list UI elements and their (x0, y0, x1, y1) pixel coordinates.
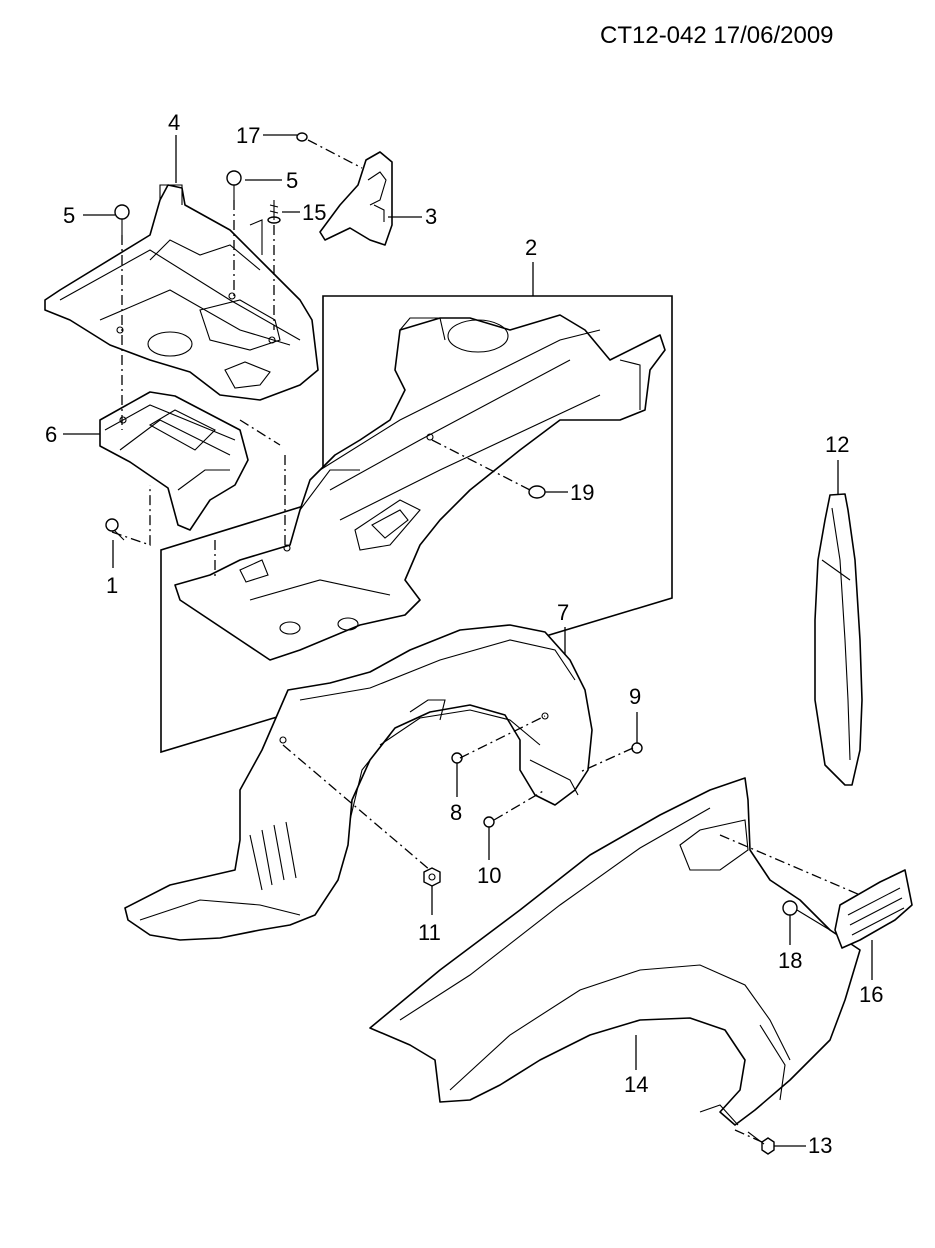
fastener-11-nut (423, 867, 441, 887)
callout-13: 13 (808, 1133, 832, 1158)
part-3-bracket (319, 151, 393, 246)
fastener-18-bolt (782, 900, 831, 931)
callout-4: 4 (168, 110, 180, 135)
fastener-1-bolt (105, 518, 125, 541)
fasteners (105, 132, 831, 1155)
fastener-5-bolt-left (114, 204, 130, 235)
callout-7: 7 (557, 600, 569, 625)
callout-18: 18 (778, 948, 802, 973)
callout-12: 12 (825, 432, 849, 457)
callout-3: 3 (425, 204, 437, 229)
callout-17: 17 (236, 123, 260, 148)
callout-11: 11 (418, 920, 441, 945)
fastener-13-bolt (747, 1131, 775, 1155)
part-4-upper-tray (44, 184, 319, 401)
assembly-lines (111, 139, 861, 1143)
part-7-wheelhouse-liner (124, 624, 593, 941)
callout-9: 9 (629, 684, 641, 709)
callout-2: 2 (525, 235, 537, 260)
part-16-side-grille (834, 869, 913, 949)
callout-6: 6 (45, 422, 57, 447)
fastener-19-plug (528, 485, 546, 499)
fastener-9-nut (631, 742, 643, 754)
callout-10: 10 (477, 863, 501, 888)
part-12-pillar-trim (814, 493, 863, 786)
callout-labels: 4 5 5 15 17 3 2 6 1 19 7 9 8 10 11 12 18… (45, 110, 883, 1158)
drawing-code: CT12-042 17/06/2009 (600, 22, 834, 49)
fastener-10-screw (483, 816, 495, 828)
fastener-15-screw (267, 200, 281, 224)
part-2-side-member (174, 314, 666, 661)
part-6-tray-bracket (99, 391, 249, 531)
callout-15: 15 (302, 200, 326, 225)
leader-lines (63, 134, 873, 1147)
callout-5-right: 5 (286, 168, 298, 193)
part-14-front-fender (369, 777, 861, 1126)
callout-5-left: 5 (63, 203, 75, 228)
callout-8: 8 (450, 800, 462, 825)
fastener-5-bolt-right (226, 170, 242, 200)
callout-19: 19 (570, 480, 594, 505)
callout-1: 1 (106, 573, 118, 598)
callout-14: 14 (624, 1072, 648, 1097)
fastener-17-clip (296, 132, 308, 142)
callout-16: 16 (859, 982, 883, 1007)
